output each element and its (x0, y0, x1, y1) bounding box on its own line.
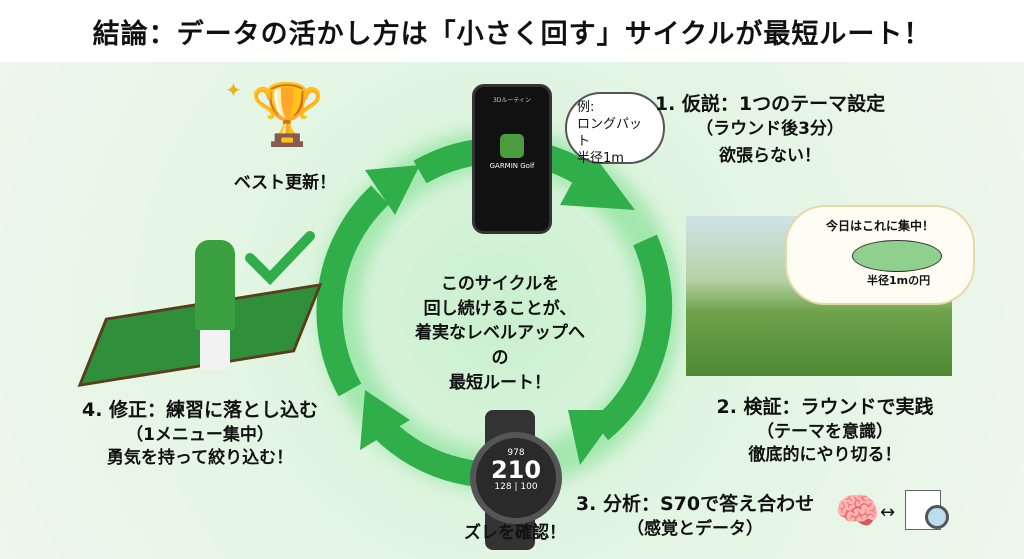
step-title: 3. 分析：S70で答え合わせ (575, 493, 815, 515)
bubble-line: 例: (577, 100, 595, 115)
step-title: 2. 検証：ラウンドで実践 (716, 396, 934, 418)
golfer-illustration (195, 240, 235, 330)
example-thought-bubble: 例: ロングパット 半径1m (565, 92, 665, 166)
center-message: このサイクルを 回し続けることが、 着実なレベルアップへの 最短ルート！ (410, 272, 590, 395)
step-4: 4. 修正：練習に落とし込む （1メニュー集中） 勇気を持って絞り込む！ (50, 398, 350, 470)
checkmark-icon (245, 231, 315, 286)
step-note: 勇気を持って絞り込む！ (106, 447, 294, 468)
bubble-title: 今日はこれに集中！ (825, 219, 934, 233)
target-circle (852, 240, 942, 272)
step-1: 1. 仮説：1つのテーマ設定 （ラウンド後3分） 欲張らない！ (620, 92, 920, 168)
step-note: 徹底的にやり切る！ (748, 444, 902, 465)
focus-thought-bubble: 今日はこれに集中！ 半径1mの円 (785, 205, 975, 305)
step-sub: （テーマを意識） (757, 421, 893, 442)
sparkle-icon: ✦ (225, 78, 242, 102)
arrows-both-icon: ↔ (880, 502, 896, 523)
step-3-note: ズレを確認！ (464, 523, 566, 543)
arrow-right (591, 234, 673, 441)
center-line: このサイクルを (440, 274, 560, 294)
step-sub: （感覚とデータ） (627, 518, 763, 539)
watch-main-value: 210 (490, 456, 542, 484)
brain-icon: 🧠 (835, 491, 880, 532)
bubble-line: 半径1m (577, 150, 624, 166)
step-title: 4. 修正：練習に落とし込む (81, 399, 319, 421)
watch-left-value: 128 (494, 482, 512, 492)
step-3: 3. 分析：S70で答え合わせ （感覚とデータ） (560, 492, 830, 541)
step-note: 欲張らない！ (719, 145, 821, 166)
page-title: 結論：データの活かし方は「小さく回す」サイクルが最短ルート！ (92, 18, 932, 50)
trophy-icon: 🏆 (250, 80, 325, 150)
center-line: 着実なレベルアップへの (415, 323, 585, 368)
step-sub: （ラウンド後3分） (696, 118, 844, 139)
arrow-left (316, 185, 390, 397)
smartwatch-image: 978 210 128 | 100 (470, 432, 562, 524)
step-sub: （1メニュー集中） (126, 424, 274, 445)
circle-label: 半径1mの円 (867, 274, 931, 287)
magnifier-icon (925, 505, 949, 529)
watch-right-value: 100 (520, 482, 538, 492)
smartphone-image: 3Dルーティン GARMIN Golf (472, 84, 552, 234)
watch-top-value: 978 (507, 448, 525, 458)
phone-header: 3Dルーティン (492, 97, 532, 104)
golfer-legs (200, 330, 230, 370)
app-name: GARMIN Golf (489, 162, 535, 170)
center-line: 最短ルート！ (449, 372, 551, 393)
trophy-label: ベスト更新！ (233, 173, 337, 193)
bubble-line: ロングパット (577, 116, 643, 149)
center-line: 回し続けることが、 (423, 298, 577, 319)
step-2: 2. 検証：ラウンドで実践 （テーマを意識） 徹底的にやり切る！ (680, 395, 970, 467)
step-title: 1. 仮説：1つのテーマ設定 (654, 93, 886, 115)
golf-app-icon (500, 134, 524, 158)
title-bar: 結論：データの活かし方は「小さく回す」サイクルが最短ルート！ (0, 0, 1024, 62)
